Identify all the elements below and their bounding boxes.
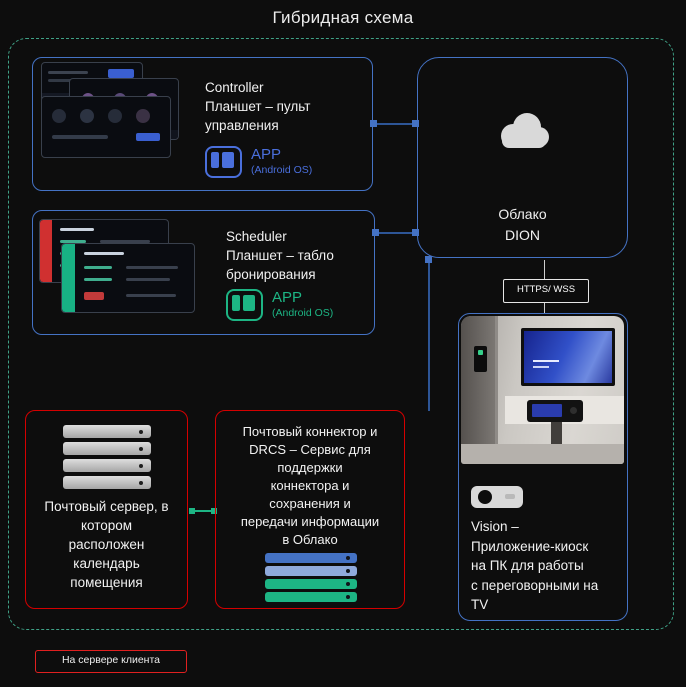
screen-detail xyxy=(60,240,86,243)
screen-detail xyxy=(84,292,104,300)
screen-detail xyxy=(48,71,88,74)
controller-app-label: APP xyxy=(251,146,282,163)
controller-title: Controller xyxy=(205,80,264,95)
connector-dot xyxy=(370,120,377,127)
screen-detail xyxy=(84,278,112,281)
line-mailserver-connector xyxy=(193,510,215,512)
server-bar xyxy=(63,476,151,489)
photo-wall-edge xyxy=(495,316,498,464)
server-bar xyxy=(63,459,151,472)
cloud-dion-node: Облако DION xyxy=(417,57,628,258)
app-window-icon xyxy=(205,146,242,178)
connector-dot-green xyxy=(189,508,195,514)
camera-lens-icon xyxy=(478,490,492,504)
connector-dot-green xyxy=(211,508,217,514)
connector-dot xyxy=(425,256,432,263)
screen-detail xyxy=(84,266,112,269)
screen-detail xyxy=(52,135,108,139)
scheduler-title: Scheduler xyxy=(226,229,287,244)
vision-label: Vision – Приложение-киоск на ПК для рабо… xyxy=(471,519,599,612)
photo-stand-pole xyxy=(551,422,562,450)
mail-connector-node: Почтовый коннектор и DRCS – Сервис для п… xyxy=(215,410,405,609)
cloud-icon xyxy=(492,108,556,152)
server-bar xyxy=(63,425,151,438)
screen-detail xyxy=(80,109,94,123)
app-icon-panel xyxy=(243,295,255,311)
screen-detail xyxy=(126,278,170,281)
controller-app-os: (Android OS) xyxy=(251,164,313,176)
vision-node: Vision – Приложение-киоск на ПК для рабо… xyxy=(458,313,628,621)
client-server-zone-badge: На сервере клиента xyxy=(35,650,187,673)
scheduler-app-label: APP xyxy=(272,289,303,306)
line-scheduler-cloud xyxy=(376,232,417,234)
photo-doorway xyxy=(461,316,495,464)
connector-server-stack-icon xyxy=(265,553,357,605)
photo-tv-text xyxy=(533,360,559,362)
photo-tv-text xyxy=(533,366,549,368)
scheduler-description: Планшет – табло бронирования xyxy=(226,248,334,282)
screen-detail xyxy=(40,220,52,282)
photo-desk xyxy=(461,444,624,464)
photo-tv-screen xyxy=(524,331,612,383)
photo-wall-phone xyxy=(474,346,487,372)
screen-detail xyxy=(136,133,160,141)
screen-detail xyxy=(126,294,176,297)
server-stack-icon xyxy=(63,425,151,493)
line-cloud-mail-connector xyxy=(428,259,430,411)
tablet-screenshot xyxy=(41,96,171,158)
photo-tv xyxy=(521,328,615,386)
connector-dot xyxy=(412,120,419,127)
controller-app: APP (Android OS) xyxy=(205,146,312,178)
cloud-label: Облако DION xyxy=(498,206,547,243)
mail-server-node: Почтовый сервер, в котором расположен ка… xyxy=(25,410,188,609)
line-controller-cloud xyxy=(374,123,417,125)
photo-control-panel xyxy=(527,400,583,422)
screen-detail xyxy=(126,266,178,269)
app-icon-bar xyxy=(211,152,219,168)
controller-screenshots xyxy=(39,62,214,164)
vision-photo xyxy=(461,316,624,464)
photo-phone-screen xyxy=(478,350,483,355)
server-bar xyxy=(63,442,151,455)
screen-detail xyxy=(48,79,78,82)
app-icon-bar xyxy=(232,295,240,311)
controller-description: Планшет – пульт управления xyxy=(205,99,311,133)
photo-panel-knob xyxy=(570,407,577,414)
scheduler-app-os: (Android OS) xyxy=(272,307,334,319)
scheduler-screenshots xyxy=(39,217,224,322)
scheduler-app-text: APP (Android OS) xyxy=(272,289,333,320)
stack-bar-green xyxy=(265,579,357,589)
screen-detail xyxy=(108,69,134,78)
protocol-label: HTTPS/ WSS xyxy=(503,279,589,303)
app-icon-panel xyxy=(222,152,234,168)
connector-dot xyxy=(412,229,419,236)
stack-bar-green xyxy=(265,592,357,602)
device-slot xyxy=(505,494,515,499)
screen-detail xyxy=(52,109,66,123)
diagram-title: Гибридная схема xyxy=(272,8,414,27)
screen-detail xyxy=(60,228,94,231)
connector-dot xyxy=(372,229,379,236)
controller-app-text: APP (Android OS) xyxy=(251,146,312,177)
controller-node: Controller Планшет – пульт управления AP… xyxy=(32,57,373,191)
cloud-zone-dashed-border xyxy=(8,38,674,630)
mail-server-label: Почтовый сервер, в котором расположен ка… xyxy=(44,499,169,590)
screen-detail xyxy=(62,244,75,312)
scheduler-node: Scheduler Планшет – табло бронирования A… xyxy=(32,210,375,335)
screen-detail xyxy=(100,240,150,243)
screen-detail xyxy=(136,109,150,123)
photo-panel-screen xyxy=(532,404,562,417)
screen-detail xyxy=(84,252,124,255)
screen-detail xyxy=(108,109,122,123)
app-window-icon xyxy=(226,289,263,321)
vision-device-icon xyxy=(471,486,523,508)
stack-bar-light-blue xyxy=(265,566,357,576)
scheduler-app: APP (Android OS) xyxy=(226,289,333,321)
tablet-screenshot xyxy=(61,243,195,313)
stack-bar-blue xyxy=(265,553,357,563)
mail-connector-label: Почтовый коннектор и DRCS – Сервис для п… xyxy=(240,424,380,547)
